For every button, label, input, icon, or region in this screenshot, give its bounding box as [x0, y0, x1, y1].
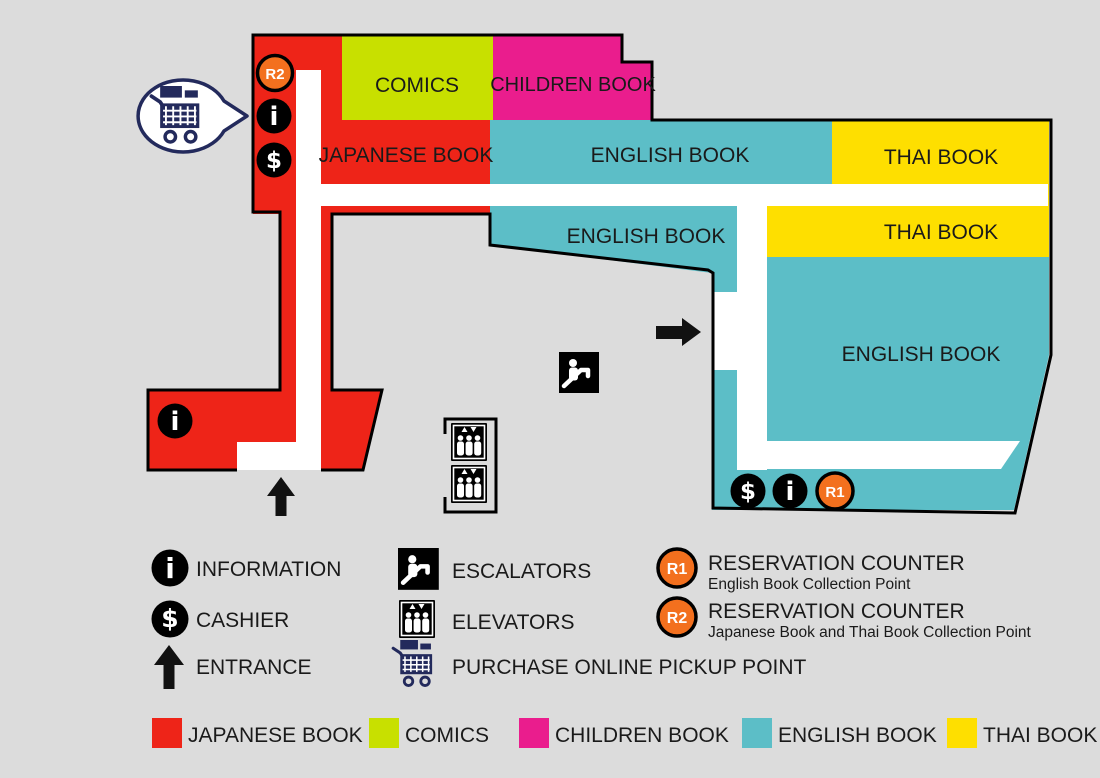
svg-text:JAPANESE BOOK: JAPANESE BOOK — [188, 724, 363, 747]
corridor-vertical — [296, 70, 321, 470]
svg-text:ENGLISH BOOK: ENGLISH BOOK — [778, 724, 937, 747]
legend-reservation-r2: R2 RESERVATION COUNTER Japanese Book and… — [656, 596, 1032, 641]
pickup-point-bubble — [136, 78, 249, 154]
svg-text:i: i — [786, 477, 795, 507]
svg-text:$: $ — [266, 148, 282, 174]
section-entry-arrow — [656, 318, 701, 346]
key-japanese-book: JAPANESE BOOK — [152, 718, 363, 748]
svg-text:CHILDREN BOOK: CHILDREN BOOK — [555, 724, 729, 747]
legend-reservation-r1: R1 RESERVATION COUNTER English Book Coll… — [656, 547, 965, 593]
svg-text:English Book Collection Point: English Book Collection Point — [708, 576, 911, 593]
region-label-comics: COMICS — [375, 74, 459, 97]
svg-text:R1: R1 — [825, 484, 844, 501]
corridor-right-horizontal — [737, 441, 1020, 469]
key-english-book: ENGLISH BOOK — [742, 718, 937, 748]
svg-text:i: i — [270, 102, 279, 132]
information-marker-1: i — [256, 98, 292, 134]
corridor-horizontal — [296, 184, 1048, 206]
region-label-children: CHILDREN BOOK — [490, 74, 656, 96]
entrance-arrow — [267, 477, 295, 516]
svg-text:PURCHASE ONLINE PICKUP POINT: PURCHASE ONLINE PICKUP POINT — [452, 656, 807, 679]
legend-entrance: ENTRANCE — [154, 645, 312, 689]
region-thai-mid — [760, 206, 1049, 257]
key-comics: COMICS — [369, 718, 489, 748]
legend-pickup: PURCHASE ONLINE PICKUP POINT — [391, 638, 807, 688]
svg-text:R2: R2 — [667, 610, 688, 627]
svg-text:RESERVATION COUNTER: RESERVATION COUNTER — [708, 552, 965, 575]
region-children-book — [493, 35, 652, 120]
svg-text:RESERVATION COUNTER: RESERVATION COUNTER — [708, 600, 965, 623]
corridor-entrance — [237, 442, 321, 470]
region-label-english-mid: ENGLISH BOOK — [567, 225, 726, 248]
region-english-right — [712, 206, 1049, 510]
map-regions — [148, 35, 1049, 510]
svg-text:i: i — [171, 407, 180, 437]
region-label-japanese: JAPANESE BOOK — [319, 144, 494, 167]
svg-text:Japanese Book and Thai Book Co: Japanese Book and Thai Book Collection P… — [708, 624, 1032, 641]
svg-text:COMICS: COMICS — [405, 724, 489, 747]
map-markers: R2 i $ i $ i R1 — [157, 53, 855, 511]
legend-information: i INFORMATION — [151, 549, 341, 587]
svg-text:R2: R2 — [265, 66, 284, 83]
svg-text:INFORMATION: INFORMATION — [196, 558, 341, 581]
cashier-marker-2: $ — [730, 473, 766, 509]
color-key: JAPANESE BOOK COMICS CHILDREN BOOK ENGLI… — [152, 718, 1097, 748]
svg-text:$: $ — [161, 604, 178, 633]
key-thai-book: THAI BOOK — [947, 718, 1097, 748]
region-label-thai-top: THAI BOOK — [884, 146, 998, 169]
reservation-r2-badge: R2 — [255, 53, 295, 93]
legend: i INFORMATION $ CASHIER ENTRANCE ESCALAT… — [151, 547, 1032, 689]
region-label-english-right: ENGLISH BOOK — [842, 343, 1001, 366]
svg-text:ENTRANCE: ENTRANCE — [196, 656, 312, 679]
map-region-labels: COMICS CHILDREN BOOK JAPANESE BOOK ENGLI… — [319, 74, 1001, 366]
svg-text:CASHIER: CASHIER — [196, 609, 289, 632]
cashier-marker-1: $ — [256, 142, 292, 178]
information-marker-2: i — [157, 403, 193, 439]
svg-text:ELEVATORS: ELEVATORS — [452, 611, 575, 634]
key-children-book: CHILDREN BOOK — [519, 718, 729, 748]
corridor-right-vertical — [737, 206, 767, 470]
legend-cashier: $ CASHIER — [151, 600, 289, 638]
region-english-mid — [490, 206, 737, 292]
svg-text:i: i — [165, 552, 175, 585]
corridor-passage — [712, 292, 737, 370]
region-comics — [342, 35, 493, 120]
svg-text:ESCALATORS: ESCALATORS — [452, 560, 591, 583]
region-japanese-bottom-block — [148, 390, 382, 470]
region-label-english-top: ENGLISH BOOK — [591, 144, 750, 167]
information-marker-3: i — [772, 473, 808, 509]
escalators-map-icon — [559, 352, 599, 393]
svg-text:THAI BOOK: THAI BOOK — [983, 724, 1097, 747]
legend-escalators: ESCALATORS — [398, 548, 591, 590]
legend-elevators: ELEVATORS — [398, 599, 575, 639]
elevators-map-icons — [443, 417, 498, 514]
svg-text:$: $ — [740, 479, 756, 505]
map-corridors — [237, 70, 1048, 470]
reservation-r1-badge: R1 — [815, 471, 855, 511]
svg-text:R1: R1 — [667, 561, 688, 578]
map-outline — [146, 33, 1053, 515]
region-label-thai-mid: THAI BOOK — [884, 221, 998, 244]
